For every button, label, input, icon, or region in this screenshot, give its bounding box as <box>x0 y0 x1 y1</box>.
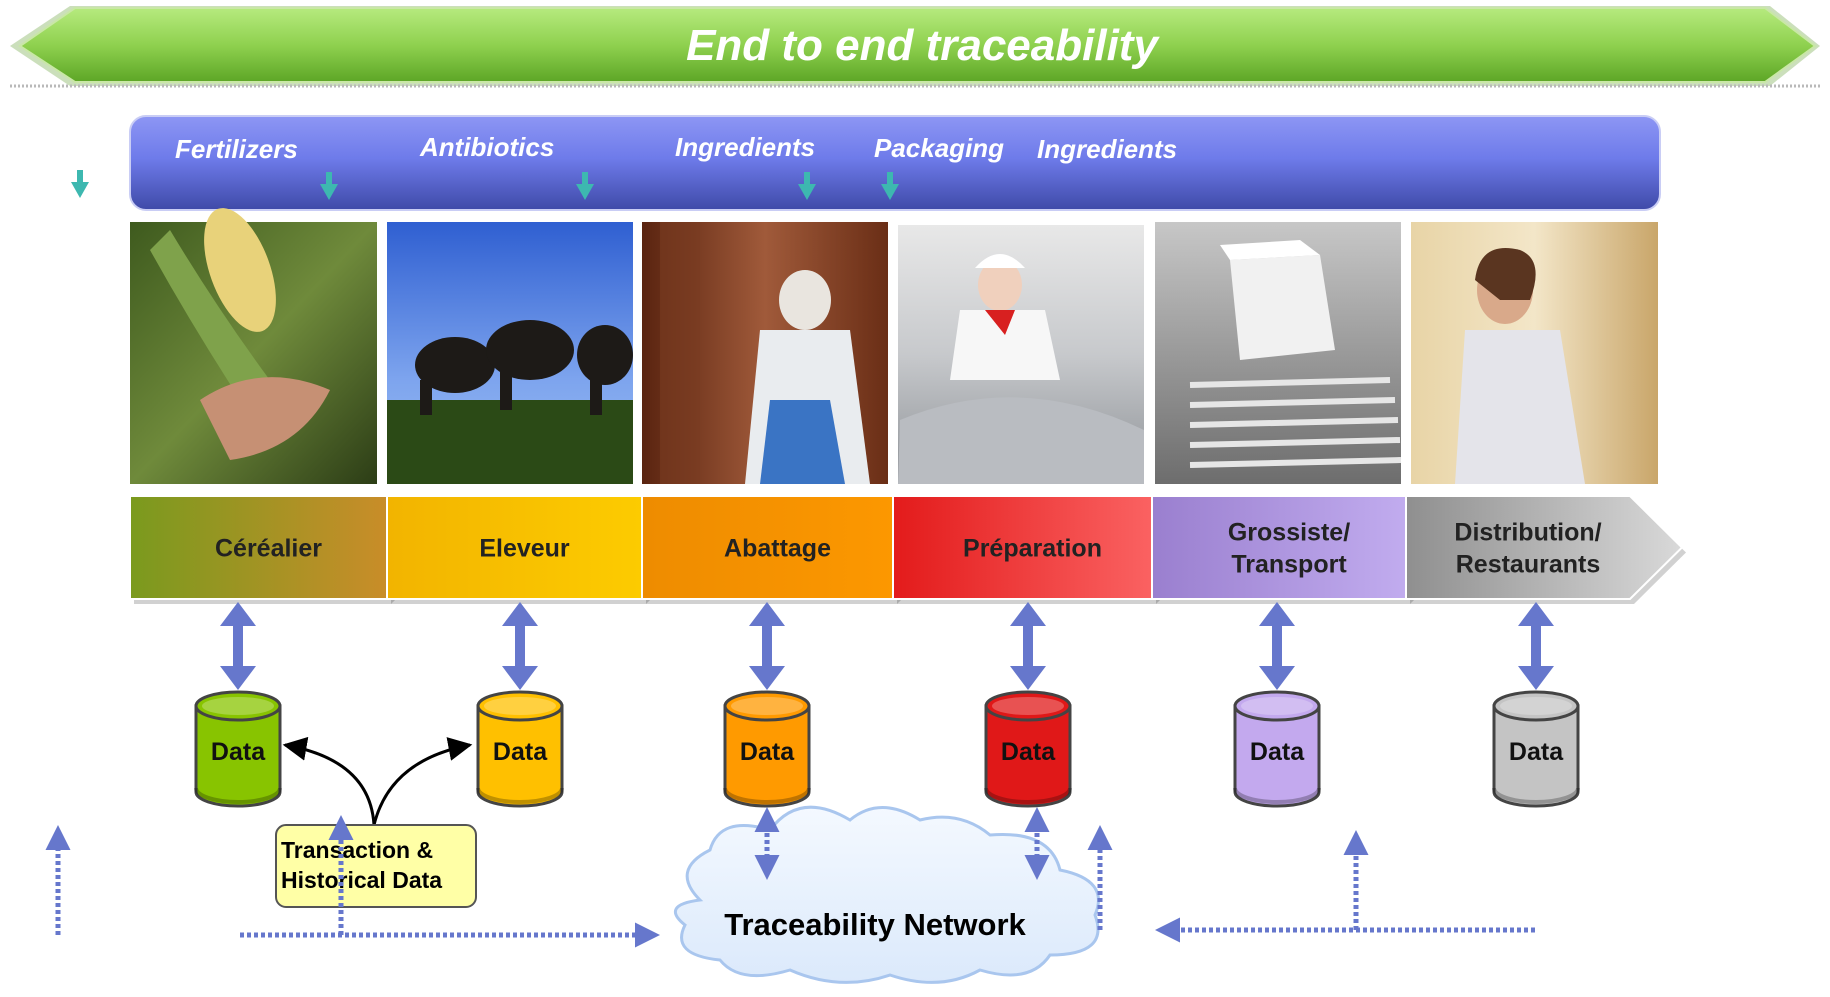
transaction-note-box <box>275 824 477 908</box>
butcher-icon <box>660 222 870 484</box>
input-label-antibiotics: Antibiotics <box>419 132 554 162</box>
input-label-ingredients-1: Ingredients <box>675 132 815 162</box>
databases: Data Data Data Data Data Data <box>194 690 1580 808</box>
bidirectional-arrow-icon <box>1518 602 1554 690</box>
stage-eleveur: Eleveur <box>386 495 698 604</box>
traceability-network: Traceability Network <box>673 805 1100 984</box>
database-label: Data <box>740 738 795 766</box>
transaction-link-eleveur <box>372 737 473 826</box>
inputs-bar-background <box>129 115 1661 211</box>
banner-title: End to end traceability <box>686 21 1160 70</box>
photo-eleveur <box>387 222 633 484</box>
database-cylinder-icon: Data <box>1233 690 1321 808</box>
transaction-note: Transaction & Historical Data <box>275 824 477 908</box>
stage-chevron-shape <box>1405 495 1684 600</box>
bidirectional-arrow-icon <box>220 602 256 690</box>
stage-label: Grossiste/Transport <box>1228 519 1350 579</box>
stage-label: Préparation <box>963 535 1102 563</box>
photo-grossiste <box>1155 222 1402 484</box>
database-cylinder-icon: Data <box>1492 690 1580 808</box>
corn-cob-icon <box>150 208 330 460</box>
database-cylinder-icon: Data <box>476 690 564 808</box>
transaction-links <box>282 736 473 826</box>
stage-grossiste: Grossiste/Transport <box>1151 495 1462 604</box>
input-arrow-icon <box>576 172 594 200</box>
stage-c-r-alier: Céréalier <box>129 495 443 604</box>
bidirectional-arrow-icon <box>1259 602 1295 690</box>
database-cylinder-icon: Data <box>984 690 1072 808</box>
input-arrow-icon <box>71 170 89 198</box>
photo-abattage <box>642 222 888 484</box>
photo-cerealier <box>130 208 377 484</box>
database-label: Data <box>1509 738 1564 766</box>
photo-preparation <box>898 225 1144 484</box>
input-label-ingredients-2: Ingredients <box>1037 134 1177 164</box>
transaction-note-label: Transaction & Historical Data <box>281 837 442 893</box>
stage-chevrons: Céréalier Eleveur Abattage Préparation Gross… <box>129 495 1686 604</box>
bidirectional-arrow-icon <box>502 602 538 690</box>
factory-worker-icon <box>898 254 1144 484</box>
bidirectional-arrows <box>220 602 1554 690</box>
input-arrow-icon <box>798 172 816 200</box>
cows-icon <box>387 320 633 484</box>
photo-distribution <box>1411 222 1658 484</box>
stage-distribution: Distribution/Restaurants <box>1405 495 1686 604</box>
stage-label: Abattage <box>724 535 831 563</box>
database-cylinder-icon: Data <box>723 690 811 808</box>
photo-row <box>130 208 1658 484</box>
network-label: Traceability Network <box>724 907 1026 942</box>
database-label: Data <box>211 738 266 766</box>
database-label: Data <box>1001 738 1056 766</box>
inputs-bar: Fertilizers Antibiotics Ingredients Pack… <box>71 115 1661 211</box>
shopper-icon <box>1455 248 1585 484</box>
stage-label: Distribution/Restaurants <box>1454 519 1601 579</box>
stage-abattage: Abattage <box>641 495 949 604</box>
input-label-fertilizers: Fertilizers <box>175 134 298 164</box>
banner-arrow <box>18 7 1817 83</box>
network-cloud <box>673 805 1100 984</box>
stage-label: Céréalier <box>215 535 322 563</box>
transaction-link-cerealier <box>282 736 376 826</box>
bidirectional-arrow-icon <box>1010 602 1046 690</box>
banner: End to end traceability <box>10 6 1820 88</box>
database-label: Data <box>493 738 548 766</box>
input-arrow-icon <box>881 172 899 200</box>
bidirectional-arrow-icon <box>749 602 785 690</box>
dotted-connectors <box>45 807 1535 948</box>
stage-pr-paration: Préparation <box>892 495 1208 604</box>
database-cylinder-icon: Data <box>194 690 282 808</box>
input-label-packaging: Packaging <box>874 133 1004 163</box>
conveyor-box-icon <box>1189 240 1402 468</box>
stage-label: Eleveur <box>479 535 570 563</box>
database-label: Data <box>1250 738 1305 766</box>
input-arrow-icon <box>320 172 338 200</box>
